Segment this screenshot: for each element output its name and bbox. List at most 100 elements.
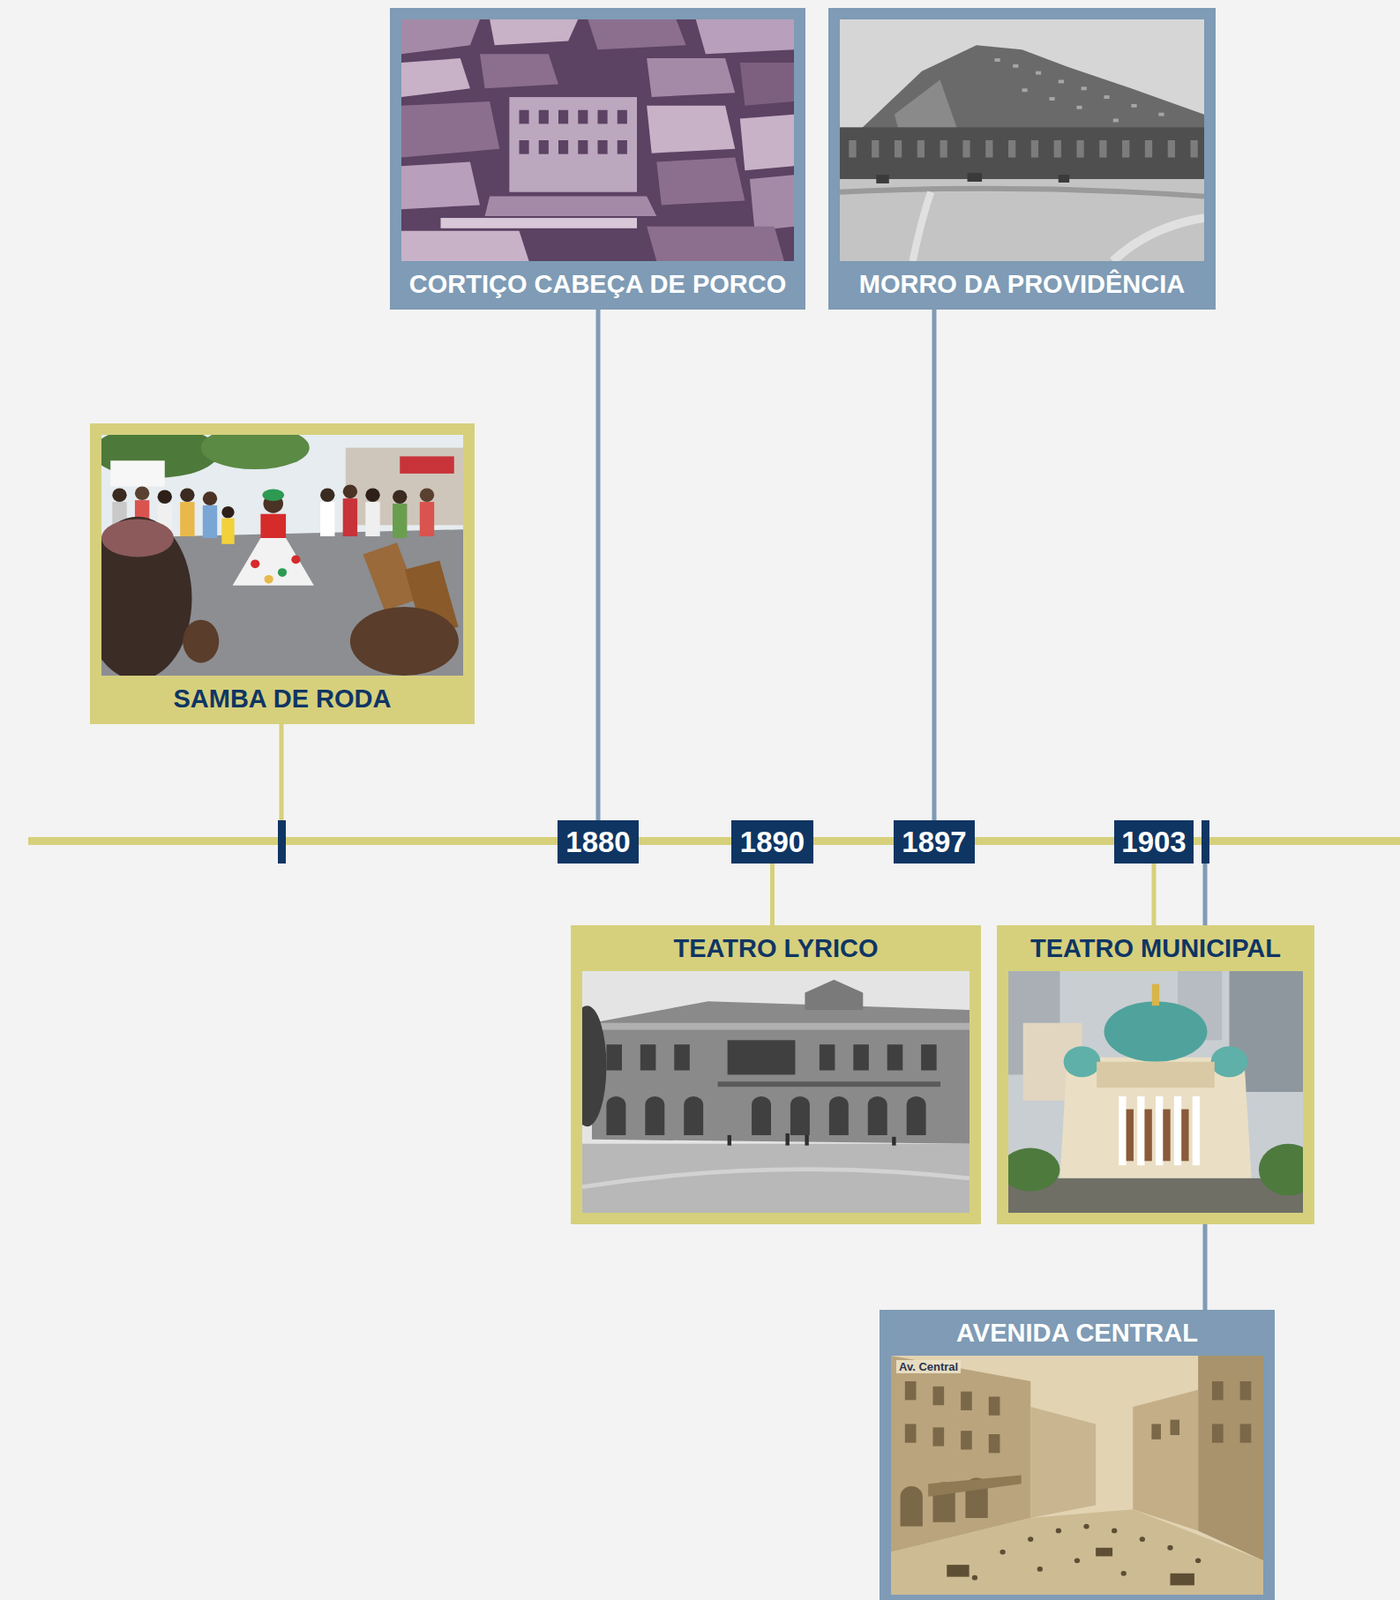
illustration-shape bbox=[932, 1386, 944, 1406]
illustration-shape bbox=[179, 501, 195, 537]
illustration-shape bbox=[1037, 1566, 1043, 1573]
illustration-shape bbox=[985, 140, 993, 158]
illustration-shape bbox=[718, 1081, 941, 1087]
illustration-shape bbox=[401, 161, 480, 210]
illustration-shape bbox=[1190, 140, 1198, 158]
illustration-shape bbox=[839, 127, 1205, 180]
illustration-shape bbox=[558, 140, 569, 155]
illustration-shape bbox=[291, 555, 300, 565]
illustration-shape bbox=[1055, 1527, 1062, 1534]
illustration-shape bbox=[962, 140, 970, 158]
illustration-shape bbox=[804, 1135, 809, 1146]
illustration-shape bbox=[182, 620, 219, 664]
illustration-shape bbox=[1081, 86, 1087, 90]
illustration-shape bbox=[1258, 1144, 1303, 1197]
illustration-shape bbox=[848, 140, 856, 158]
photo-frame bbox=[890, 1355, 1264, 1595]
photo-frame bbox=[839, 19, 1205, 262]
illustration-shape bbox=[906, 1096, 927, 1136]
illustration-shape bbox=[1126, 1108, 1190, 1161]
illustration-shape bbox=[401, 19, 794, 262]
year-marker: 1897 bbox=[893, 820, 975, 864]
illustration-shape bbox=[1008, 140, 1016, 158]
illustration-shape bbox=[890, 1355, 1031, 1553]
illustration-shape bbox=[1195, 1557, 1201, 1564]
card-title: SAMBA DE RODA bbox=[172, 683, 391, 715]
illustration-shape bbox=[1118, 1096, 1200, 1166]
photo-frame bbox=[101, 434, 464, 676]
photo-card: CORTIÇO CABEÇA DE PORCO bbox=[389, 7, 806, 310]
illustration-shape bbox=[509, 97, 637, 193]
illustration-shape bbox=[646, 105, 735, 154]
illustration-shape bbox=[399, 456, 455, 474]
illustration-shape bbox=[890, 1509, 1264, 1595]
illustration-shape bbox=[871, 140, 879, 158]
illustration-shape bbox=[401, 19, 480, 54]
illustration-shape bbox=[683, 1096, 704, 1136]
illustration-shape bbox=[343, 498, 358, 537]
illustration-shape bbox=[519, 140, 530, 155]
illustration-shape bbox=[891, 1137, 896, 1146]
photo-illustration bbox=[1008, 971, 1303, 1213]
illustration-shape bbox=[1170, 1419, 1181, 1435]
illustration-shape bbox=[875, 174, 889, 184]
illustration-shape bbox=[1151, 1423, 1161, 1439]
illustration-shape bbox=[960, 1430, 973, 1450]
illustration-shape bbox=[582, 1144, 970, 1213]
illustration-shape bbox=[350, 606, 459, 676]
illustration-shape bbox=[890, 1355, 1264, 1595]
illustration-shape bbox=[577, 110, 588, 125]
illustration-shape bbox=[606, 1040, 936, 1136]
illustration-shape bbox=[479, 53, 559, 89]
illustration-shape bbox=[441, 217, 638, 229]
illustration-shape bbox=[839, 19, 1205, 262]
illustration-shape bbox=[988, 1396, 1001, 1415]
illustration-shape bbox=[320, 501, 335, 537]
illustration-shape bbox=[905, 1381, 917, 1400]
illustration-shape bbox=[419, 501, 435, 537]
illustration-shape bbox=[617, 140, 628, 155]
illustration-shape bbox=[946, 1564, 969, 1578]
illustration-shape bbox=[1035, 71, 1041, 75]
illustration-shape bbox=[829, 1096, 849, 1136]
illustration-shape bbox=[673, 1044, 690, 1071]
photo-illustration bbox=[582, 971, 970, 1213]
illustration-shape bbox=[1095, 1548, 1113, 1558]
illustration-shape bbox=[101, 519, 174, 558]
illustration-shape bbox=[1121, 1571, 1127, 1577]
illustration-shape bbox=[221, 518, 234, 545]
year-label: 1897 bbox=[901, 824, 966, 861]
year-marker: 1880 bbox=[557, 820, 639, 864]
illustration-shape bbox=[606, 1044, 622, 1071]
illustration-shape bbox=[1058, 174, 1070, 183]
illustration-shape bbox=[900, 1486, 923, 1527]
illustration-shape bbox=[264, 575, 274, 584]
illustration-shape bbox=[1162, 1108, 1170, 1161]
illustration-shape bbox=[1074, 1557, 1080, 1564]
illustration-shape bbox=[232, 538, 315, 586]
illustration-shape bbox=[392, 489, 407, 504]
illustration-shape bbox=[839, 179, 1205, 262]
illustration-shape bbox=[640, 1044, 657, 1071]
photo-illustration bbox=[401, 19, 794, 262]
card-title: MORRO DA PROVIDÊNCIA bbox=[859, 269, 1186, 300]
connector-line bbox=[596, 309, 601, 821]
illustration-shape bbox=[101, 516, 193, 676]
illustration-shape bbox=[1104, 1001, 1208, 1063]
illustration-shape bbox=[1155, 1096, 1163, 1166]
illustration-shape bbox=[1048, 97, 1055, 101]
photo-illustration bbox=[839, 19, 1205, 262]
illustration-shape bbox=[1170, 1573, 1195, 1587]
illustration-shape bbox=[179, 487, 195, 502]
illustration-shape bbox=[646, 58, 735, 98]
title-band: TEATRO MUNICIPAL bbox=[1008, 925, 1303, 972]
illustration-shape bbox=[1158, 112, 1164, 117]
illustration-shape bbox=[1096, 1062, 1215, 1088]
illustration-shape bbox=[928, 1474, 1022, 1497]
illustration-shape bbox=[804, 980, 863, 1011]
illustration-shape bbox=[392, 503, 407, 539]
illustration-shape bbox=[1144, 1108, 1152, 1161]
illustration-shape bbox=[696, 19, 794, 54]
card-title: AVENIDA CENTRAL bbox=[956, 1317, 1198, 1349]
illustration-shape bbox=[1022, 88, 1028, 92]
